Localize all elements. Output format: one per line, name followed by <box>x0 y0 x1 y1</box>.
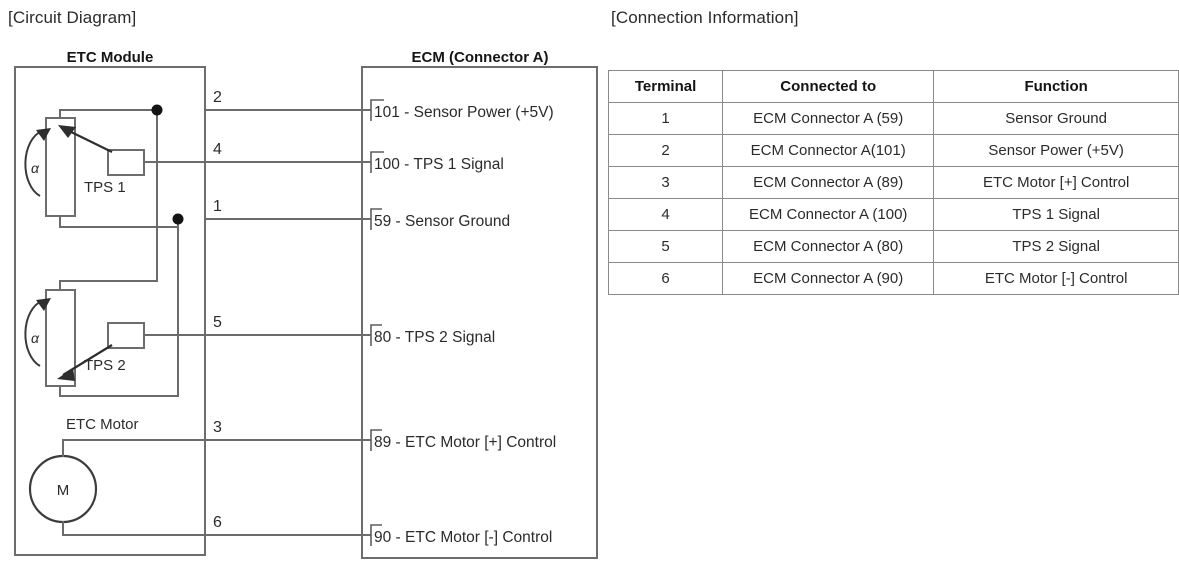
etc-motor-letter: M <box>57 482 70 499</box>
terminal-number-6: 6 <box>213 514 222 531</box>
ecm-pin-label-90: 90 - ETC Motor [-] Control <box>374 529 552 546</box>
tps2-rotation-arrowhead <box>36 298 51 311</box>
motor-positive-lead <box>62 439 206 457</box>
cell-function: Sensor Power (+5V) <box>933 134 1179 167</box>
tps2-wiper-arrowhead <box>57 368 75 381</box>
cell-terminal: 1 <box>607 102 724 135</box>
ecm-pin-bracket-100 <box>370 151 384 173</box>
table-row: 4 ECM Connector A (100) TPS 1 Signal <box>607 198 1179 231</box>
table-row: 5 ECM Connector A (80) TPS 2 Signal <box>607 230 1179 263</box>
tps1-label: TPS 1 <box>84 179 126 196</box>
ecm-pin-bracket-90 <box>370 524 382 546</box>
cell-terminal: 4 <box>607 198 724 231</box>
connection-information-table: Terminal Connected to Function 1 ECM Con… <box>607 70 1179 295</box>
terminal-number-1: 1 <box>213 198 222 215</box>
cell-function: ETC Motor [+] Control <box>933 166 1179 199</box>
terminal-number-4: 4 <box>213 141 222 158</box>
tps1-rotation-arc <box>24 130 43 197</box>
tps1-angle-symbol: α <box>31 160 40 176</box>
etc-module-box <box>14 66 206 556</box>
terminal-number-3: 3 <box>213 419 222 436</box>
cell-function: ETC Motor [-] Control <box>933 262 1179 295</box>
cell-connected-to: ECM Connector A (89) <box>722 166 935 199</box>
cell-function: Sensor Ground <box>933 102 1179 135</box>
circuit-diagram-heading: [Circuit Diagram] <box>8 8 137 27</box>
etc-motor-label: ETC Motor <box>66 416 139 433</box>
table-row: 1 ECM Connector A (59) Sensor Ground <box>607 102 1179 135</box>
cell-connected-to: ECM Connector A (90) <box>722 262 935 295</box>
column-header-function: Function <box>933 70 1179 103</box>
tps2-top-lead <box>59 109 158 291</box>
ecm-pin-label-59: 59 - Sensor Ground <box>374 213 510 230</box>
cell-function: TPS 1 Signal <box>933 198 1179 231</box>
connection-information-heading: [Connection Information] <box>611 8 799 27</box>
table-row: 3 ECM Connector A (89) ETC Motor [+] Con… <box>607 166 1179 199</box>
circuit-diagram: ETC Module ECM (Connector A) 2 4 1 5 3 6… <box>14 49 598 559</box>
column-header-connected-to: Connected to <box>722 70 935 103</box>
ecm-pin-label-100: 100 - TPS 1 Signal <box>374 156 504 173</box>
table-row: 2 ECM Connector A(101) Sensor Power (+5V… <box>607 134 1179 167</box>
table-header-row: Terminal Connected to Function <box>607 70 1179 103</box>
table-row: 6 ECM Connector A (90) ETC Motor [-] Con… <box>607 262 1179 295</box>
cell-terminal: 6 <box>607 262 724 295</box>
cell-connected-to: ECM Connector A (59) <box>722 102 935 135</box>
ecm-pin-label-101: 101 - Sensor Power (+5V) <box>374 104 554 121</box>
tps2-wiper-box <box>107 322 145 349</box>
terminal-number-2: 2 <box>213 89 222 106</box>
tps2-rotation-arc <box>24 300 43 367</box>
tps1-rotation-arrowhead <box>36 128 51 141</box>
tps1-bottom-lead <box>59 215 179 228</box>
ecm-pin-bracket-89 <box>370 429 382 451</box>
column-header-terminal: Terminal <box>607 70 724 103</box>
terminal-number-5: 5 <box>213 314 222 331</box>
junction-dot-sensor-ground <box>172 213 184 225</box>
ecm-pin-bracket-80 <box>370 324 382 346</box>
tps1-top-lead <box>59 109 158 119</box>
cell-terminal: 3 <box>607 166 724 199</box>
cell-connected-to: ECM Connector A (100) <box>722 198 935 231</box>
motor-negative-lead <box>62 521 206 536</box>
tps2-bottom-lead <box>59 218 179 397</box>
ecm-pin-bracket-59 <box>370 208 382 230</box>
tps1-wiper-box <box>107 149 145 176</box>
ecm-label: ECM (Connector A) <box>412 49 549 66</box>
cell-terminal: 2 <box>607 134 724 167</box>
tps1-wiper-arrowhead <box>58 125 76 138</box>
tps2-label: TPS 2 <box>84 357 126 374</box>
ecm-pin-label-80: 80 - TPS 2 Signal <box>374 329 495 346</box>
ecm-box <box>361 66 598 559</box>
ecm-pin-label-89: 89 - ETC Motor [+] Control <box>374 434 556 451</box>
cell-terminal: 5 <box>607 230 724 263</box>
cell-function: TPS 2 Signal <box>933 230 1179 263</box>
ecm-pin-bracket-101 <box>370 99 384 121</box>
tps2-angle-symbol: α <box>31 330 40 346</box>
junction-dot-sensor-power <box>151 104 163 116</box>
etc-module-label: ETC Module <box>67 49 154 66</box>
cell-connected-to: ECM Connector A(101) <box>722 134 935 167</box>
cell-connected-to: ECM Connector A (80) <box>722 230 935 263</box>
